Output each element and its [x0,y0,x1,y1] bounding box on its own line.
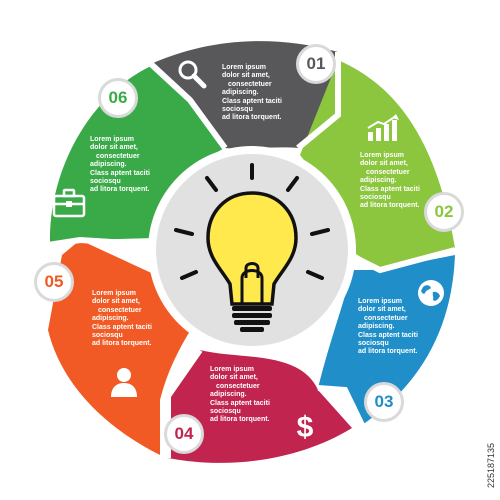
segment-01 [151,41,338,149]
bar-chart-growth-icon [367,114,399,141]
step-number-03: 03 [364,382,404,422]
step-number-06: 06 [98,78,138,118]
step-number-02: 02 [424,192,464,232]
stock-id: 225187135 [486,442,496,488]
svg-text:$: $ [297,411,314,442]
magnifier-icon [178,60,207,89]
person-icon [111,368,137,397]
segment-dividers [47,52,456,458]
light-bulb-icon [174,163,330,332]
step-number-05: 05 [34,262,74,302]
briefcase-icon [52,188,86,218]
segment-06 [49,66,226,245]
step-number-04: 04 [164,414,204,454]
segment-04 [168,350,352,463]
step-number-01: 01 [296,44,336,84]
globe-icon [418,280,444,306]
dollar-icon: $ [297,411,314,442]
